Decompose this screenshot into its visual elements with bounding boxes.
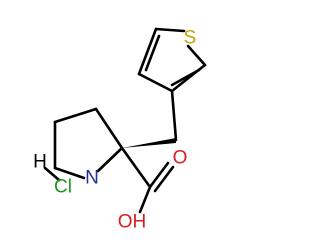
chemical-structure-diagram: S N O OH H Cl [33, 27, 207, 233]
bond-c4-c5 [137, 27, 158, 76]
bond-s-c2 [186, 44, 207, 67]
sulfur-atom-label: S [184, 28, 197, 49]
bond-c-o-double-a [148, 161, 170, 189]
hydroxyl-label: OH [118, 212, 147, 233]
bond-c-oh [138, 185, 152, 214]
bond-c2-c3-inner [170, 68, 201, 87]
hydrogen-atom-label: H [33, 152, 47, 173]
stereo-wedge-bond [122, 138, 176, 148]
bond-c5-n [53, 166, 86, 180]
carboxylic-acid-group [120, 146, 175, 214]
bond-c2-c3 [170, 63, 207, 93]
bond-c-cooh [120, 146, 152, 189]
bond-c-o-double-b [153, 165, 175, 193]
pyrrolidine-ring [53, 107, 124, 180]
chlorine-atom-label: Cl [54, 177, 72, 198]
bond-c3-ch2 [170, 89, 178, 142]
bond-c4-c5-inner [144, 34, 161, 72]
bond-h-cl [43, 166, 61, 182]
bond-c2-c3-ring [94, 107, 124, 150]
bond-c3-c4 [137, 72, 174, 93]
carbonyl-oxygen-label: O [173, 148, 188, 169]
thiophene-ring [137, 27, 207, 93]
bond-c5-s [154, 27, 186, 33]
bond-n-c2 [96, 146, 124, 173]
bond-c3-c4-ring [53, 107, 98, 124]
nitrogen-atom-label: N [85, 168, 99, 189]
